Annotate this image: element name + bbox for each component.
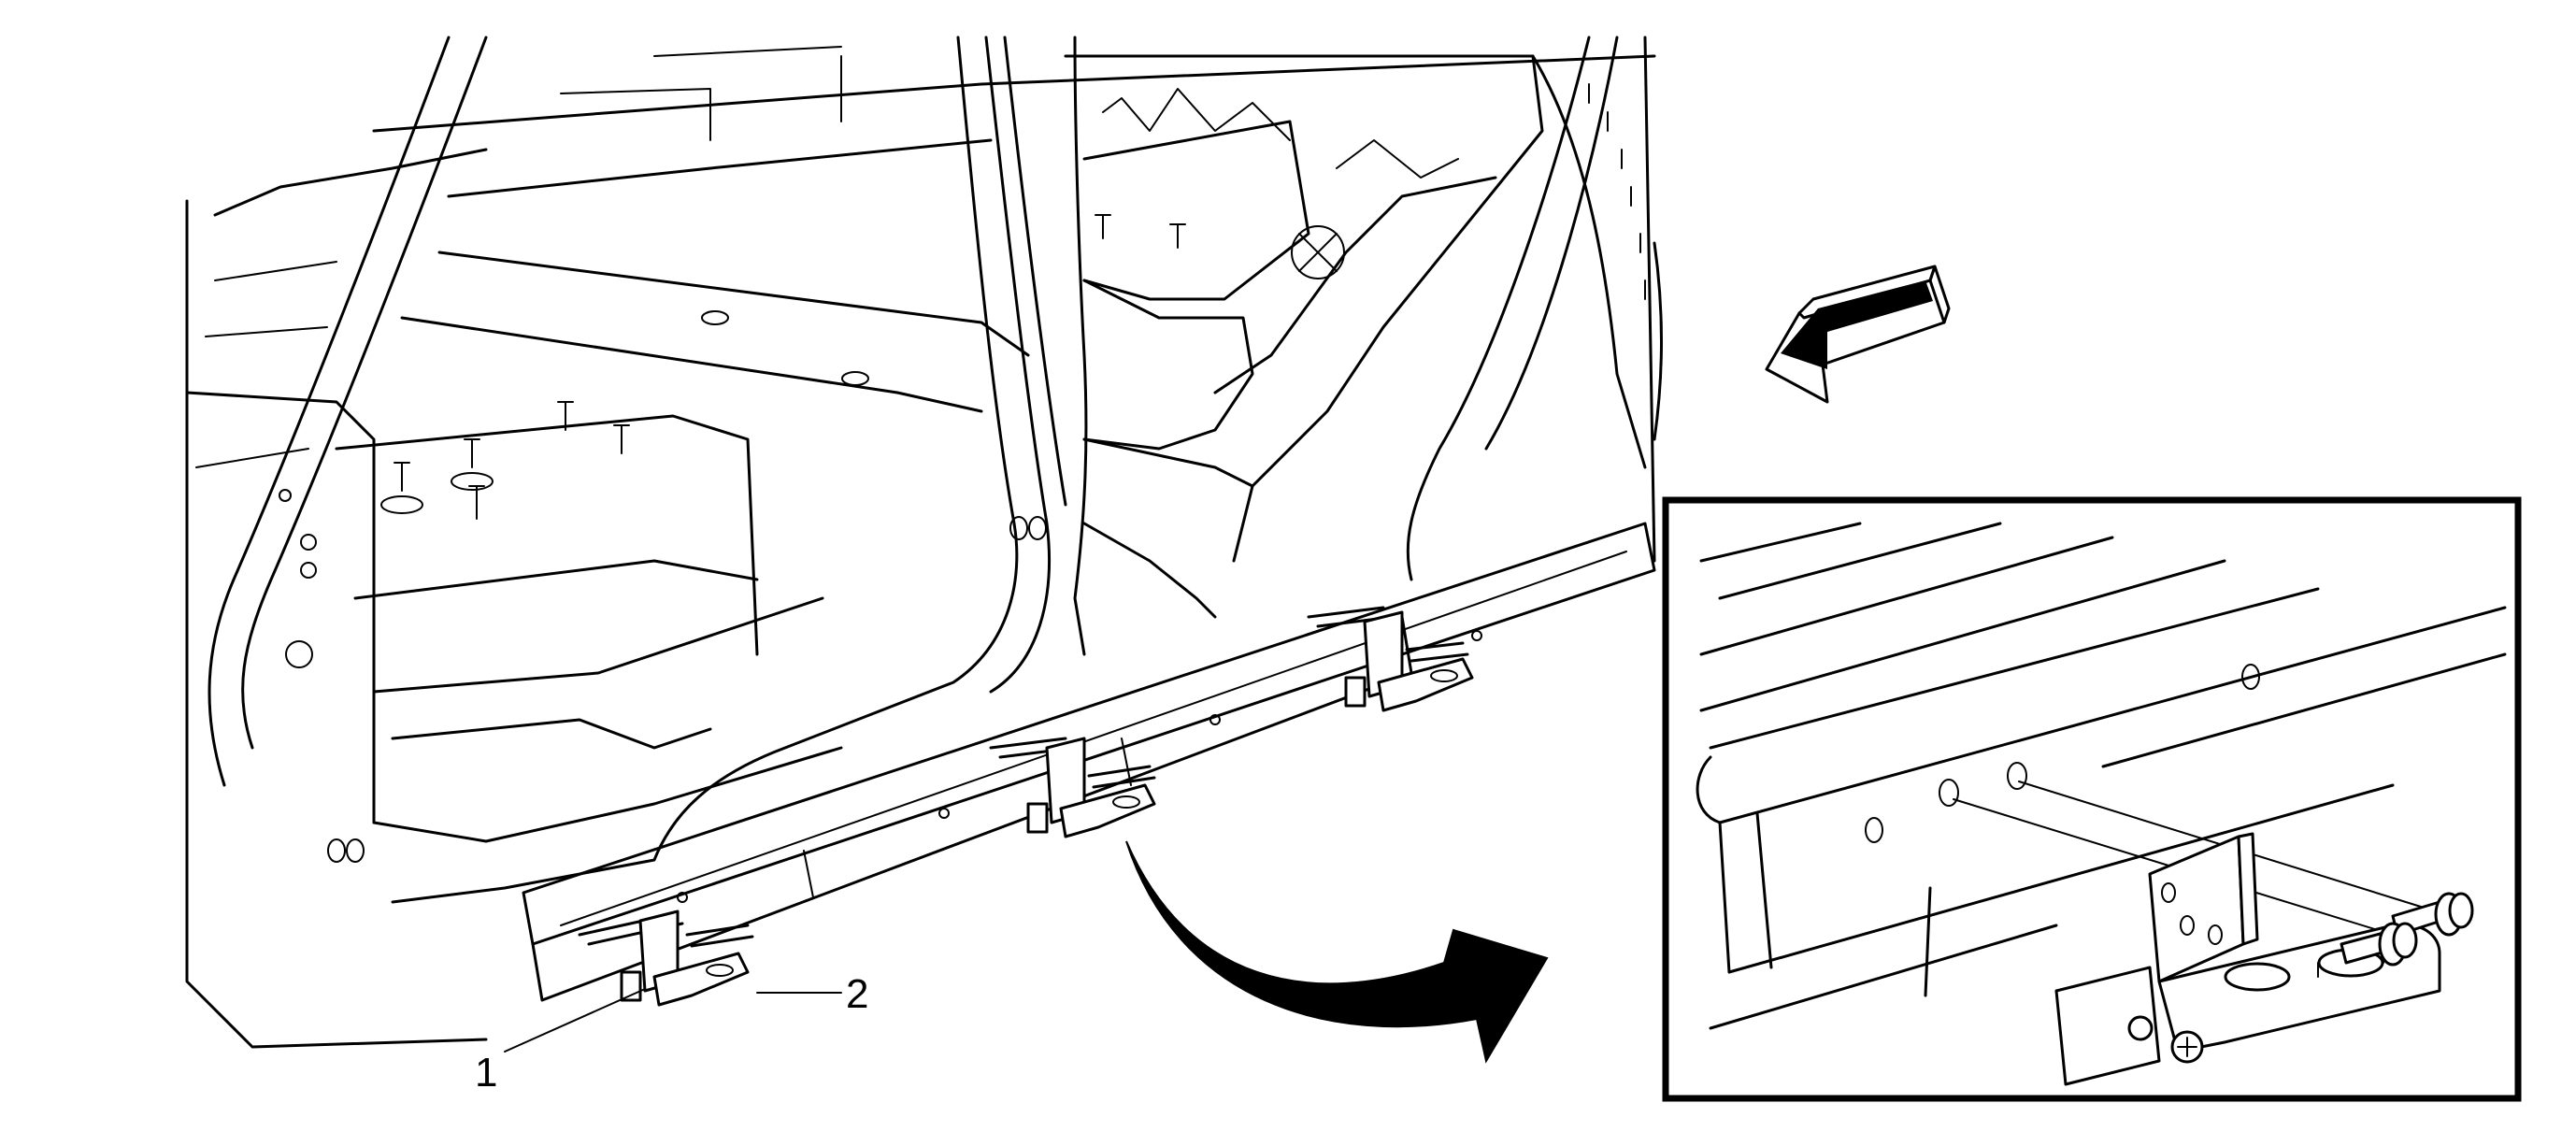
running-board-bracket-front <box>1307 606 1474 712</box>
running-board-bracket-center <box>989 737 1156 838</box>
callout-1: 1 <box>475 1050 497 1096</box>
vehicle-body-structure <box>185 36 1663 1049</box>
callout-2: 2 <box>846 971 868 1017</box>
body-slots <box>279 310 1047 863</box>
floor-studs <box>380 401 630 520</box>
front-direction-arrow-icon <box>1765 265 1951 404</box>
detail-bolt-lower <box>2340 922 2418 967</box>
zoom-detail-arrow-icon <box>1125 840 1549 1064</box>
callout-leaders <box>504 988 842 1053</box>
detail-inset <box>1662 496 2522 1102</box>
running-board-bracket-rear <box>578 910 754 1007</box>
